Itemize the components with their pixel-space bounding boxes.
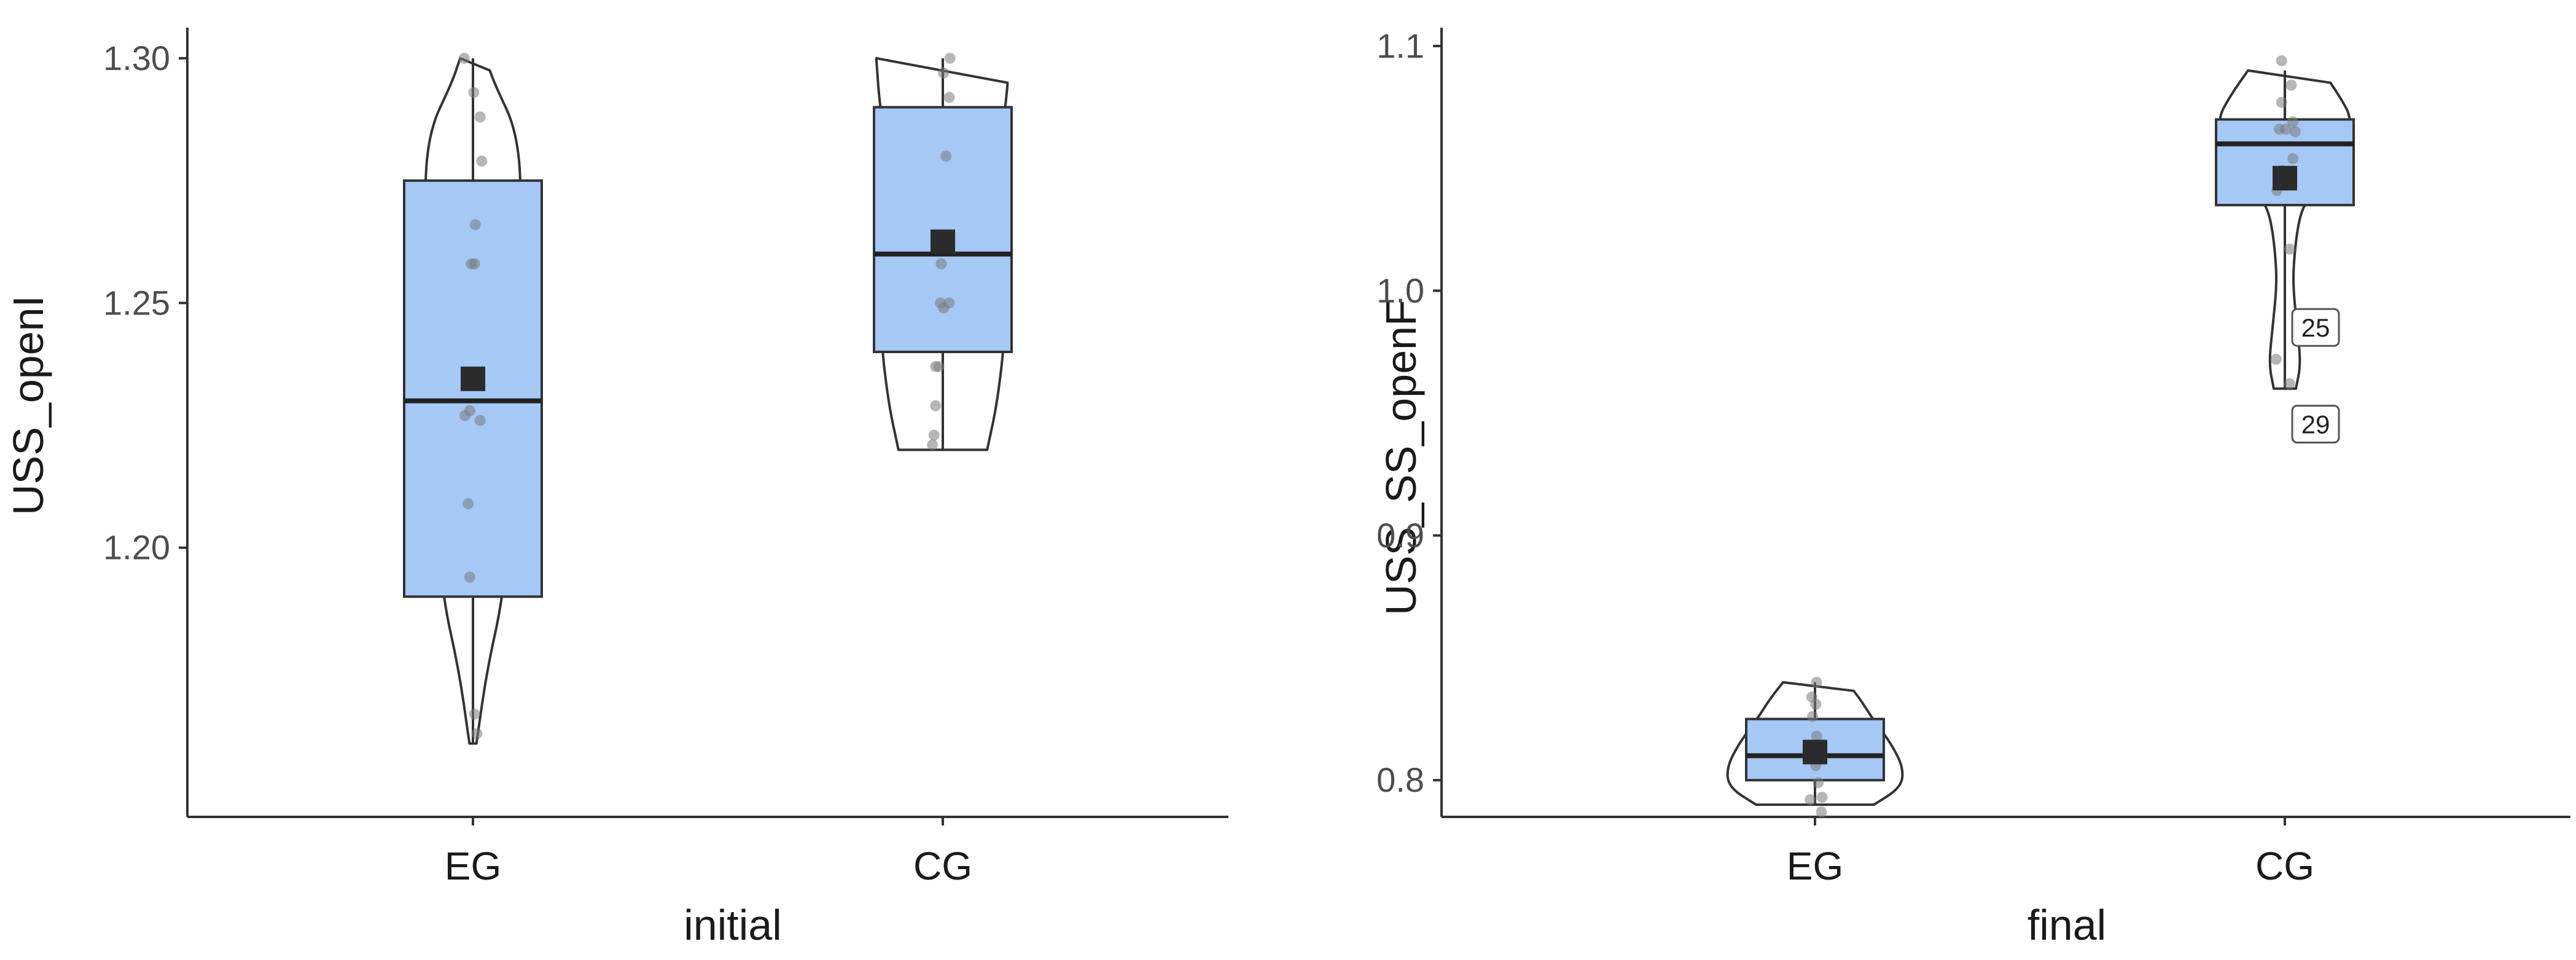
- panel-initial-y-tick-label: 1.20: [103, 528, 170, 567]
- panel-initial-y-tick-label: 1.25: [103, 283, 170, 322]
- panel-final-data-point: [1805, 794, 1816, 806]
- panel-initial-data-point: [944, 52, 956, 64]
- panel-final-x-tick-label: EG: [1787, 844, 1843, 888]
- panel-final-violin-cg: [2219, 69, 2351, 390]
- panel-initial-data-point: [938, 302, 950, 314]
- panel-final-data-point: [1816, 806, 1827, 818]
- panel-initial-data-point: [469, 219, 481, 230]
- panel-initial-data-point: [469, 708, 480, 720]
- panel-final-y-axis-title: USS_SS_openF: [1377, 300, 1425, 615]
- panel-initial-data-point: [928, 429, 940, 441]
- panel-initial-data-point: [474, 415, 486, 426]
- panel-final-data-point: [2284, 243, 2295, 255]
- panel-final-violin-eg: [1726, 681, 1904, 806]
- panel-final-series-eg: [1726, 676, 1904, 818]
- panel-initial-data-point: [927, 439, 939, 451]
- panel-initial-data-point: [940, 150, 952, 162]
- panel-initial-data-point: [935, 258, 947, 270]
- panel-initial-data-point: [459, 410, 470, 421]
- panel-final-y-tick-label: 0.9: [1376, 516, 1424, 555]
- panel-initial-data-point: [474, 111, 486, 123]
- panel-initial-data-point: [469, 258, 480, 270]
- panel-final-x-axis-title: final: [2028, 901, 2106, 949]
- panel-final-mean-marker: [2273, 166, 2297, 191]
- panel-final-data-point: [1807, 711, 1819, 722]
- panel-final-data-point: [2284, 378, 2295, 389]
- panel-final-data-point: [2270, 353, 2282, 365]
- panel-final-data-point: [1813, 777, 1824, 789]
- panel-final-data-point: [2276, 96, 2287, 108]
- panel-final-data-point: [1811, 730, 1822, 742]
- panel-initial-x-axis-title: initial: [684, 901, 782, 949]
- panel-final-series-cg: 25 29: [2215, 55, 2355, 444]
- panel-final: USS_SS_openF final 0.8 0.9 1.0 1.1EG CG 25 29: [1376, 26, 2570, 949]
- panel-initial-data-point: [476, 155, 488, 167]
- panel-final-y-tick-label: 1.1: [1376, 26, 1424, 65]
- panel-initial-data-point: [468, 87, 480, 98]
- panel-initial-mean-marker: [461, 366, 485, 391]
- panel-initial-mean-marker: [931, 229, 955, 254]
- panel-final-data-point: [2273, 123, 2285, 135]
- panel-initial-data-point: [471, 728, 483, 740]
- panel-final-outlier-label: 25: [2301, 313, 2330, 342]
- panel-final-x-tick-label: CG: [2255, 844, 2314, 888]
- panel-initial-x-tick-label: CG: [913, 844, 972, 888]
- panel-final-data-point: [2287, 116, 2298, 128]
- panel-final-data-point: [2289, 126, 2301, 138]
- panel-final-mean-marker: [1803, 740, 1827, 765]
- panel-final-data-point: [2276, 55, 2287, 66]
- panel-initial-series-cg: [873, 52, 1013, 451]
- panel-final-data-point: [1816, 792, 1828, 803]
- panel-initial-data-point: [458, 52, 470, 64]
- panel-final-outlier-label-box: [2291, 308, 2340, 347]
- panel-final-y-tick-label: 1.0: [1376, 271, 1424, 310]
- panel-final-data-point: [1810, 698, 1822, 710]
- panel-final-outlier-label-box: [2291, 405, 2340, 444]
- panel-initial-data-point: [464, 571, 475, 583]
- panel-initial-y-axis-title: USS_openI: [4, 295, 52, 515]
- panel-final-outlier-label: 29: [2301, 410, 2330, 439]
- panel-final-data-point: [1811, 676, 1822, 688]
- panel-initial-data-point: [943, 92, 955, 103]
- panel-final-data-point: [2287, 153, 2298, 165]
- panel-initial-series-eg: [403, 52, 543, 745]
- panel-initial-data-point: [938, 67, 950, 79]
- panel-initial-x-tick-label: EG: [445, 844, 501, 888]
- panel-initial-data-point: [933, 361, 945, 372]
- panel-final-y-tick-label: 0.8: [1376, 760, 1424, 799]
- panel-initial-y-tick-label: 1.30: [103, 39, 170, 77]
- panel-initial-data-point: [930, 400, 942, 412]
- panel-initial-data-point: [463, 498, 474, 509]
- panel-final-data-point: [2285, 79, 2297, 91]
